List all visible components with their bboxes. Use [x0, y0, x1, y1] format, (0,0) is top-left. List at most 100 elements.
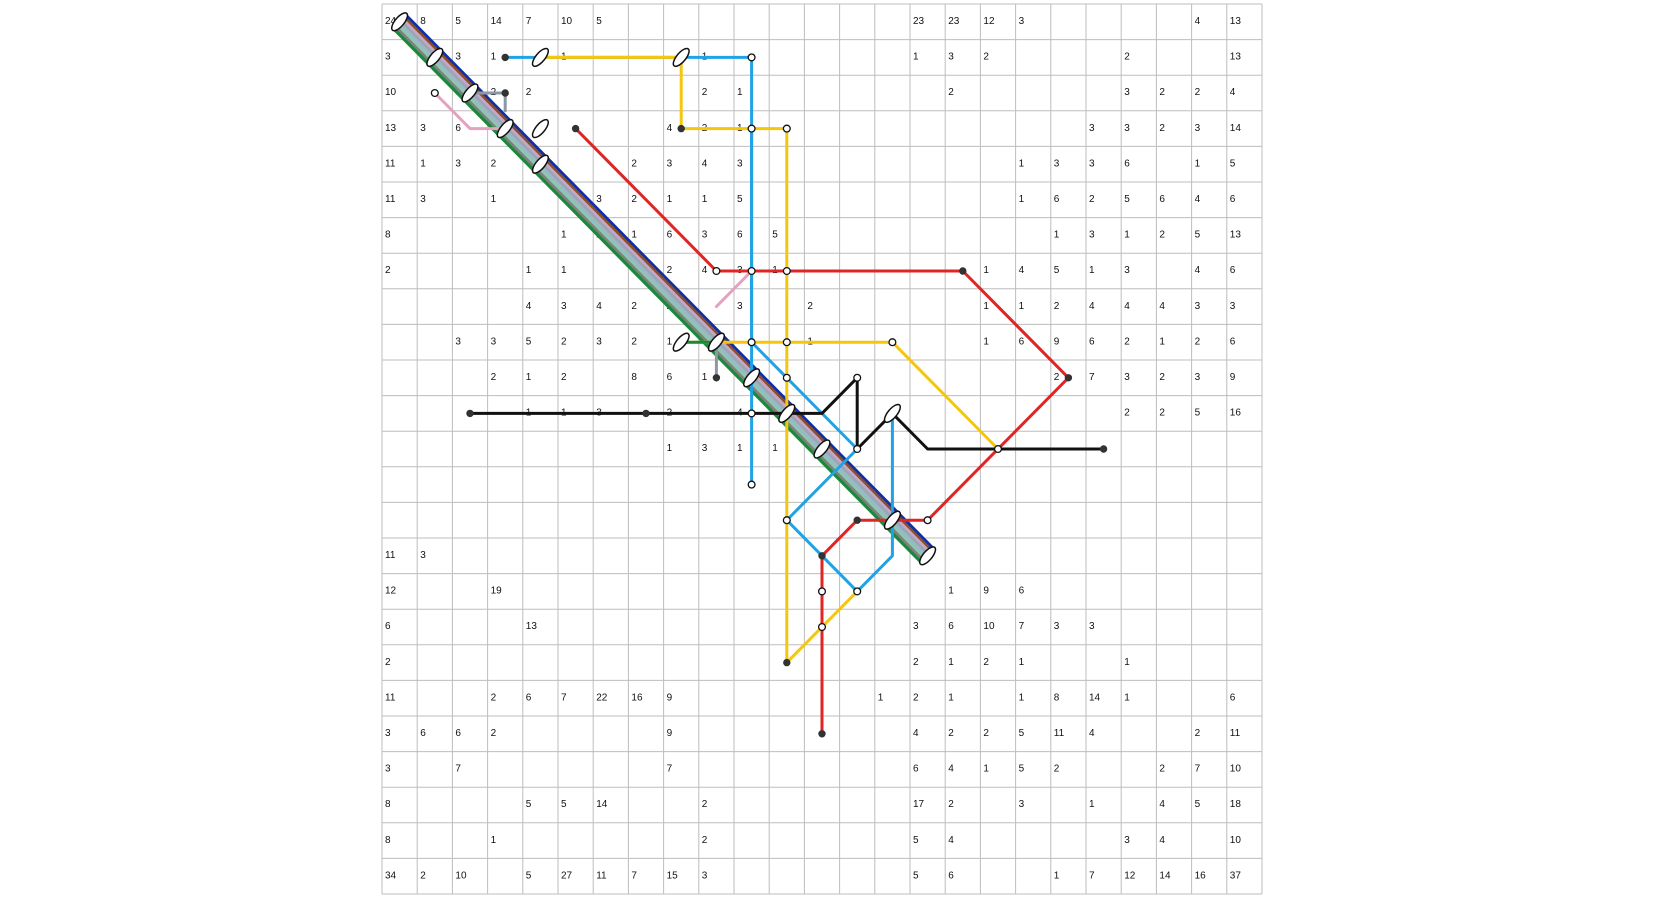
grid-cell-value: 3 — [420, 194, 426, 205]
grid-cell-value: 5 — [1195, 408, 1201, 419]
grid-cell-value: 2 — [385, 657, 391, 668]
interchange-station — [672, 332, 690, 352]
grid-cell-value: 2 — [702, 87, 708, 98]
grid-cell-value: 1 — [983, 301, 989, 312]
grid-cell-value: 11 — [1230, 728, 1241, 739]
stop-marker — [817, 587, 827, 596]
trunk-strand — [397, 21, 929, 559]
grid-cell-value: 6 — [948, 870, 954, 881]
grid-cell-value: 3 — [1089, 123, 1095, 134]
grid-cell-value: 1 — [702, 194, 708, 205]
grid-cell-value: 11 — [596, 870, 607, 881]
grid-cell-value: 2 — [491, 692, 497, 703]
grid-cell-value: 12 — [983, 16, 995, 27]
grid-cell-value: 5 — [596, 16, 602, 27]
grid-cell-value: 2 — [420, 870, 426, 881]
trunk-strand — [393, 24, 925, 562]
grid-cell-value: 1 — [1195, 158, 1201, 169]
grid-lines — [381, 3, 1263, 895]
grid-cell-value: 10 — [1230, 835, 1242, 846]
grid-cell-value: 3 — [385, 52, 391, 63]
grid-cell-value: 2 — [631, 336, 637, 347]
grid-cell-value: 18 — [1230, 799, 1242, 810]
grid-cell-value: 1 — [561, 230, 567, 241]
grid-cell-value: 2 — [1195, 336, 1201, 347]
stop-marker — [923, 516, 932, 525]
grid-cell-value: 13 — [1230, 52, 1242, 63]
stop-marker — [747, 409, 756, 418]
grid-cell-value: 3 — [1089, 621, 1095, 632]
grid-cell-value: 3 — [385, 764, 391, 775]
grid-cell-value: 1 — [1124, 230, 1130, 241]
grid-cell-value: 9 — [667, 692, 673, 703]
grid-cell-value: 10 — [455, 870, 467, 881]
grid-cell-value: 1 — [948, 586, 954, 597]
grid-cell-value: 3 — [702, 443, 708, 454]
grid-cell-value: 3 — [1195, 372, 1201, 383]
grid-cell-value: 2 — [983, 728, 989, 739]
stop-marker — [747, 53, 756, 62]
grid-cell-value: 2 — [631, 194, 637, 205]
grid-cell-value: 1 — [983, 265, 989, 276]
grid-cell-value: 9 — [1230, 372, 1236, 383]
grid-cell-value: 3 — [1124, 265, 1130, 276]
grid-cell-value: 6 — [667, 372, 673, 383]
grid-cell-value: 4 — [1159, 799, 1165, 810]
grid-cell-value: 13 — [1230, 230, 1242, 241]
grid-cell-value: 3 — [913, 621, 919, 632]
grid-cell-value: 1 — [561, 265, 567, 276]
grid-cell-value: 6 — [455, 123, 461, 134]
grid-cell-value: 27 — [561, 870, 573, 881]
interchange-station — [672, 47, 690, 68]
trunk-strand — [402, 15, 934, 553]
grid-cell-value: 1 — [983, 764, 989, 775]
trunk-strand — [395, 22, 927, 561]
grid-cell-value: 2 — [807, 301, 813, 312]
interchange-station — [813, 439, 831, 459]
grid-cell-value: 3 — [948, 52, 954, 63]
grid-cell-value: 3 — [702, 870, 708, 881]
trunk-strand — [400, 17, 932, 555]
grid-cell-value: 1 — [983, 336, 989, 347]
grid-cell-value: 11 — [1054, 728, 1065, 739]
terminus-dot — [677, 124, 685, 133]
grid-cell-value: 1 — [948, 657, 954, 668]
grid-cell-value: 10 — [983, 621, 995, 632]
grid-cell-value: 5 — [1054, 265, 1060, 276]
grid-cell-value: 3 — [737, 301, 743, 312]
stop-marker — [747, 480, 756, 489]
grid-cell-value: 2 — [1124, 408, 1130, 419]
grid-cell-value: 1 — [1054, 230, 1060, 241]
grid-cell-value: 4 — [596, 301, 602, 312]
terminus-dot — [712, 374, 721, 382]
grid-cell-value: 4 — [1195, 16, 1201, 27]
grid-cell-value: 5 — [1124, 194, 1130, 205]
grid-cell-value: 7 — [561, 692, 567, 703]
grid-cell-value: 6 — [1159, 194, 1165, 205]
grid-cell-value: 10 — [1230, 764, 1242, 775]
grid-cell-value: 2 — [948, 799, 954, 810]
grid-cell-value: 7 — [667, 764, 673, 775]
grid-cell-value: 5 — [772, 230, 778, 241]
stop-marker — [853, 373, 862, 382]
grid-cell-value: 1 — [491, 52, 497, 63]
grid-cell-value: 23 — [913, 16, 925, 27]
interchange-station — [531, 118, 550, 139]
interchange-station — [778, 403, 796, 424]
grid-cell-value: 2 — [1159, 764, 1165, 775]
grid-cell-value: 11 — [385, 692, 396, 703]
grid-cell-value: 6 — [948, 621, 954, 632]
grid-cell-value: 3 — [1089, 230, 1095, 241]
grid-cell-value: 3 — [1124, 372, 1130, 383]
grid-cell-value: 3 — [596, 194, 602, 205]
grid-cell-value: 3 — [491, 336, 497, 347]
grid-cell-value: 2 — [631, 301, 637, 312]
grid-cell-value: 11 — [385, 550, 396, 561]
grid-cell-value: 3 — [1124, 87, 1130, 98]
grid-cell-value: 7 — [1089, 372, 1095, 383]
trunk-strand — [398, 19, 931, 557]
grid-cell-value: 1 — [420, 158, 426, 169]
grid-cell-value: 14 — [1089, 692, 1101, 703]
grid-cell-value: 4 — [1089, 301, 1095, 312]
grid-cell-value: 2 — [561, 372, 567, 383]
